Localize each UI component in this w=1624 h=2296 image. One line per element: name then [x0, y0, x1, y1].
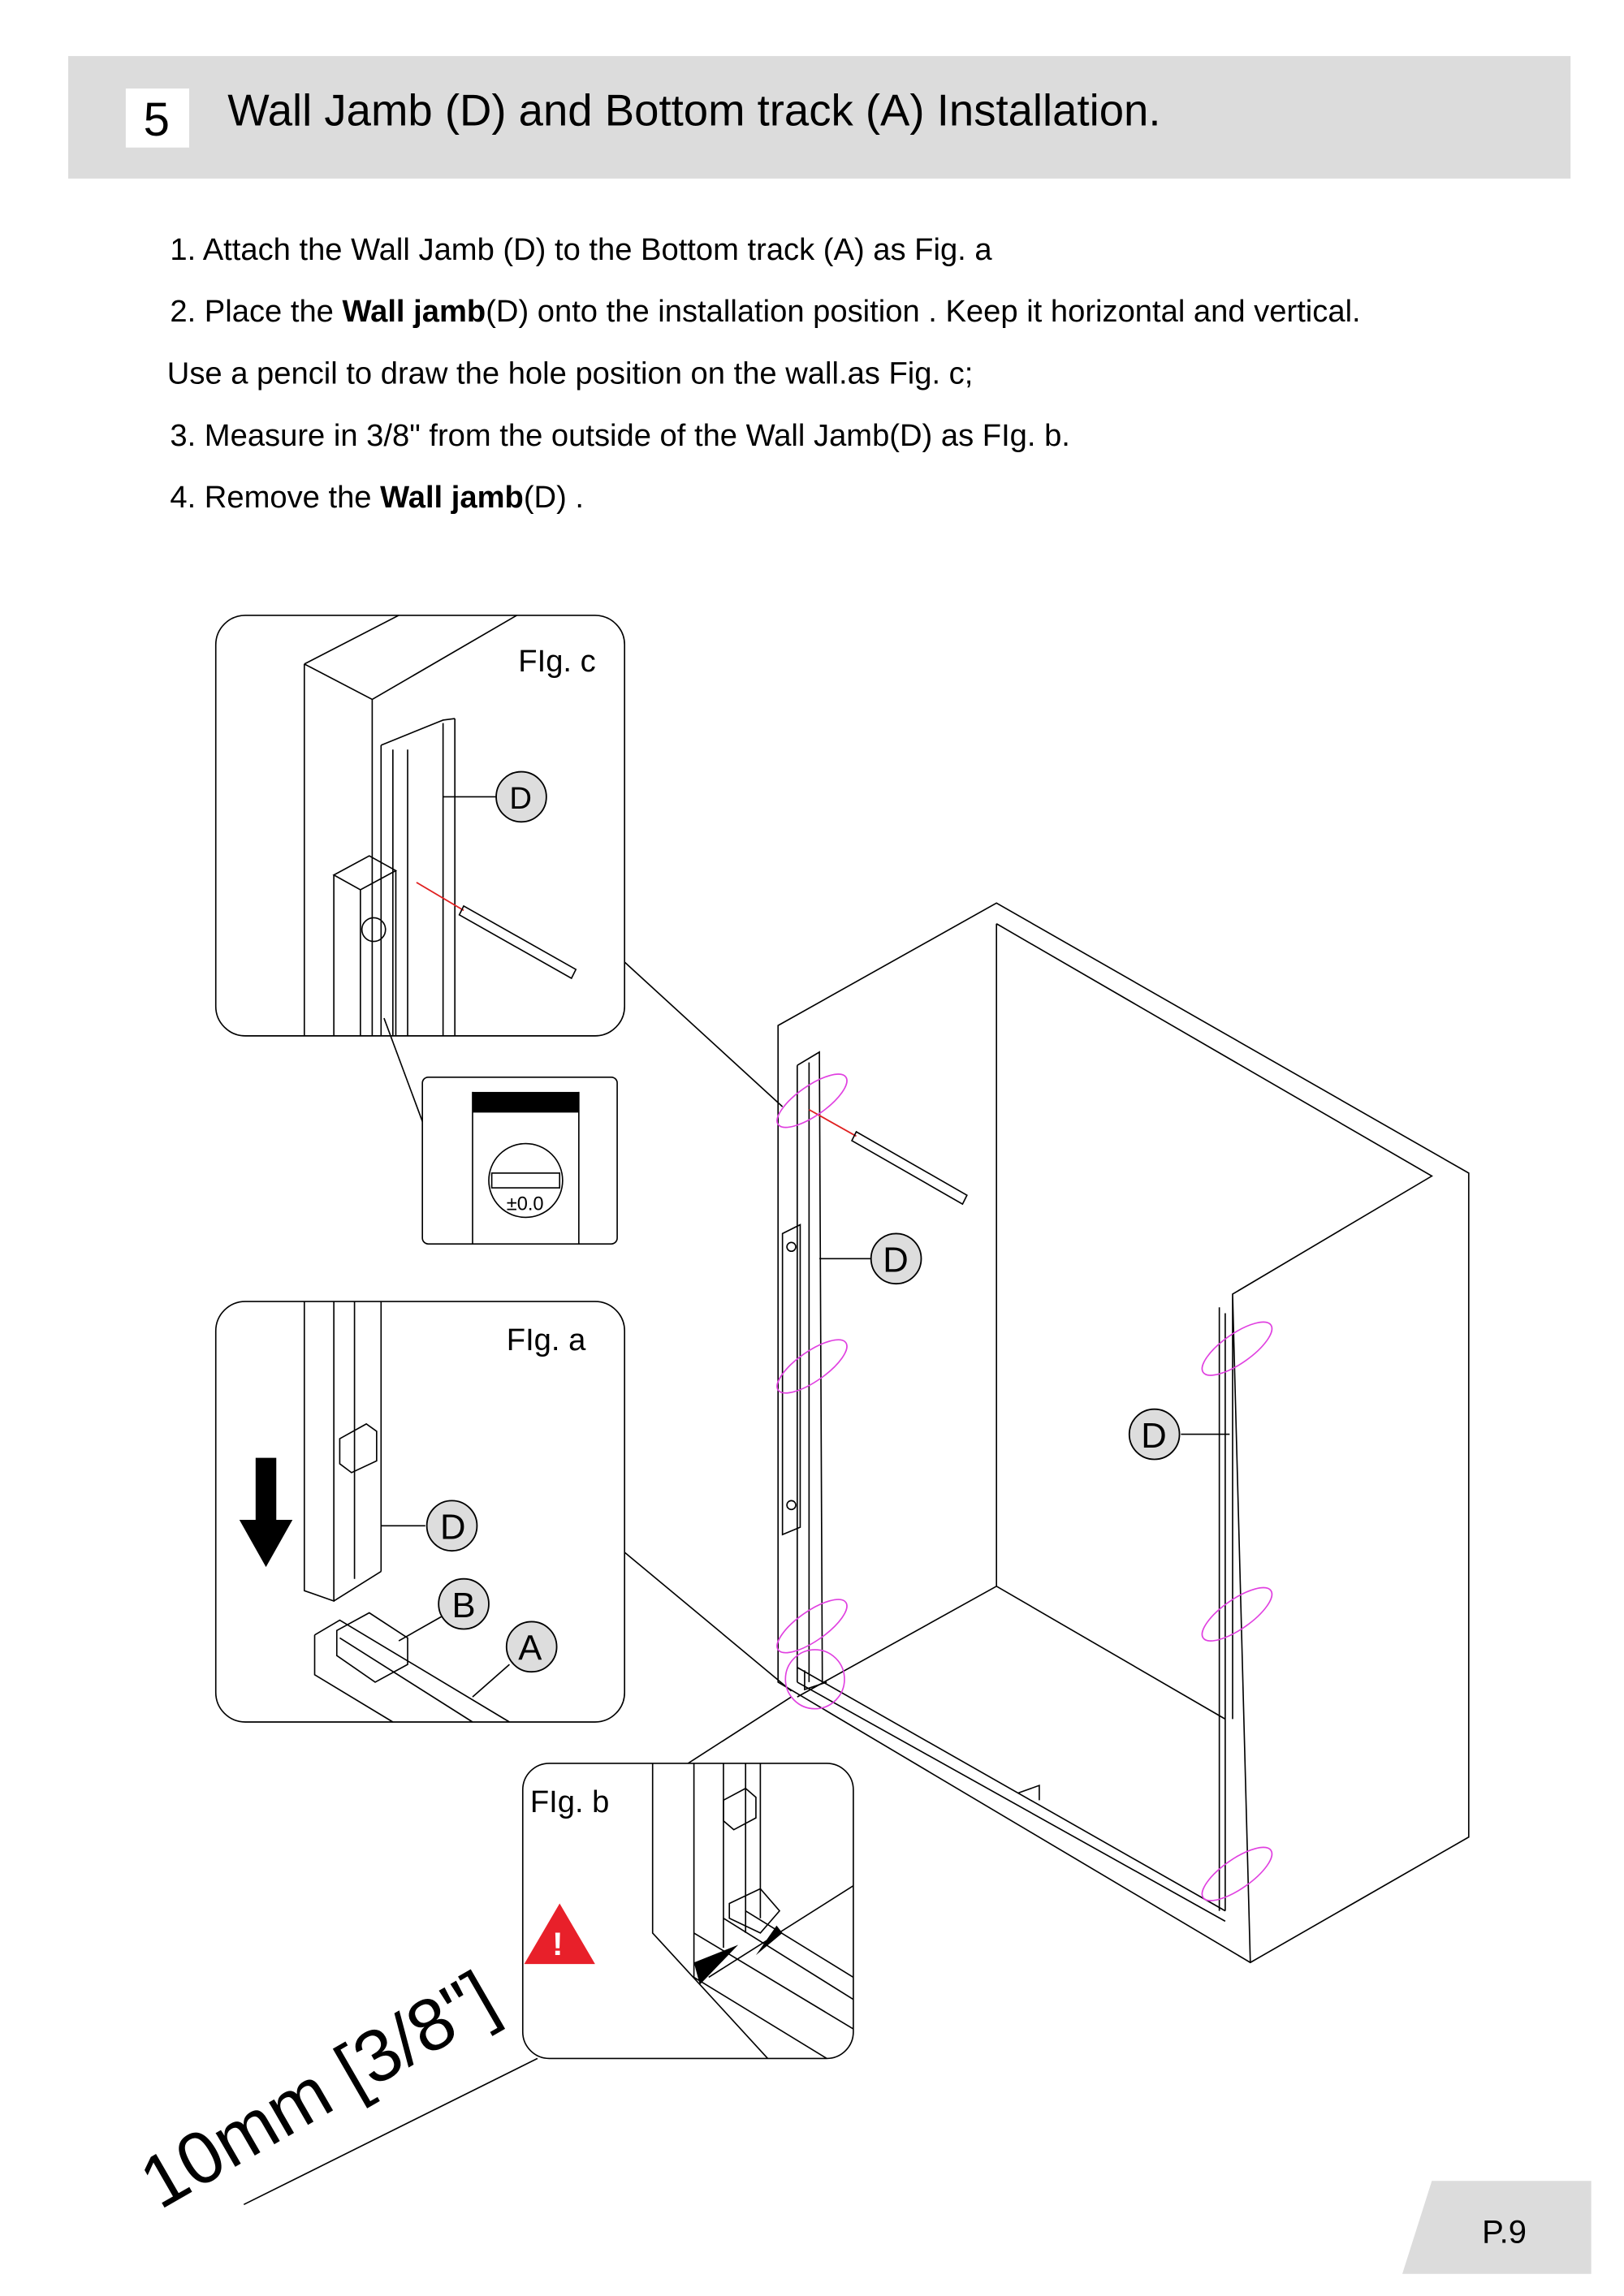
fig-c-title: FIg. c [518, 644, 595, 679]
fig-b-title: FIg. b [530, 1785, 610, 1819]
fig-a-label-a: A [518, 1629, 542, 1668]
figure-b: ! FIg. b [243, 1696, 854, 2206]
instruction-2-continued: Use a pencil to draw the hole position o… [167, 356, 974, 391]
fig-a-label-b: B [452, 1586, 476, 1625]
instruction-2: 2. Place the Wall jamb(D) onto the insta… [170, 294, 1360, 329]
down-arrow-icon [239, 1457, 293, 1568]
main-enclosure: D D [624, 902, 1470, 1964]
step-title: Wall Jamb (D) and Bottom track (A) Insta… [227, 85, 1160, 135]
step-number-box [125, 88, 190, 148]
main-label-d-right: D [1141, 1417, 1166, 1456]
fig-a-label-d: D [440, 1508, 466, 1547]
fig-a-title: FIg. a [507, 1323, 586, 1357]
instruction-1: 1. Attach the Wall Jamb (D) to the Botto… [170, 232, 992, 267]
figure-c: D FIg. c [214, 615, 625, 1122]
figure-a: D B A FIg. a [214, 1301, 793, 1723]
instruction-4: 4. Remove the Wall jamb(D) . [170, 480, 584, 515]
main-label-d-left: D [883, 1241, 909, 1280]
level-readout: ±0.0 [507, 1193, 544, 1215]
fig-c-label-d: D [509, 781, 532, 816]
level-detail: ±0.0 [421, 1076, 618, 1245]
header-bar [67, 56, 1571, 179]
step-number: 5 [144, 93, 170, 146]
warning-mark: ! [552, 1927, 563, 1962]
page-number-tab [1402, 2181, 1592, 2274]
page-number: P.9 [1482, 2215, 1527, 2251]
warning-icon [524, 1903, 595, 1965]
instruction-3: 3. Measure in 3/8" from the outside of t… [170, 418, 1070, 453]
dimension-label: 10mm [3/8"] [127, 1956, 510, 2225]
